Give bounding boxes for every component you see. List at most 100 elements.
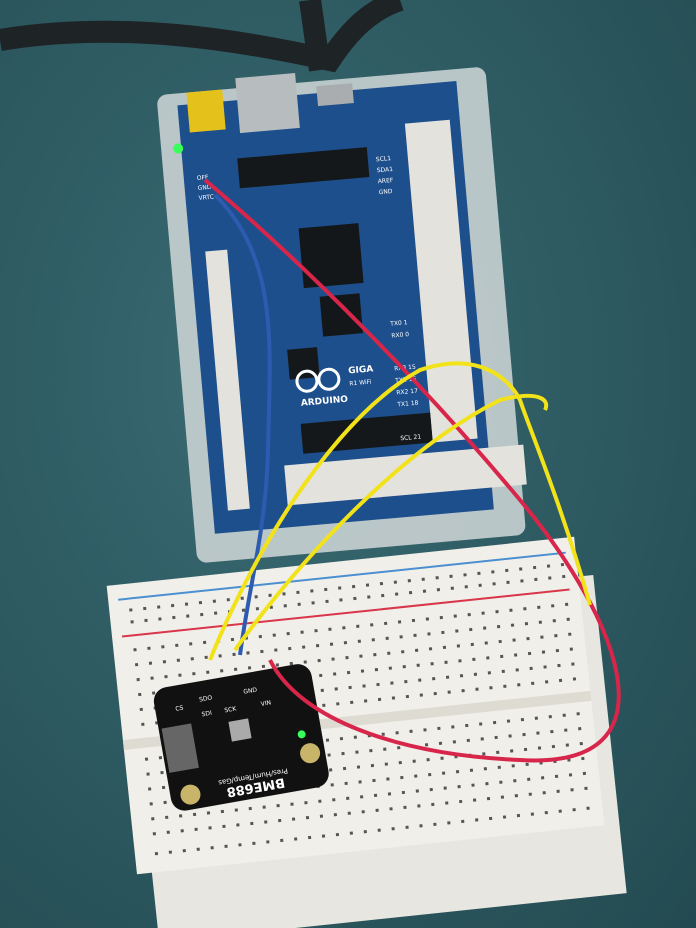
breadboard-hole <box>342 626 346 630</box>
breadboard-hole <box>505 568 509 573</box>
breadboard-hole <box>148 661 153 665</box>
pin-label: SDO <box>199 694 213 703</box>
breadboard-hole <box>455 629 459 633</box>
breadboard-hole <box>264 820 268 824</box>
breadboard-hole <box>516 813 521 818</box>
breadboard-hole <box>481 611 485 615</box>
chip-2 <box>319 293 363 337</box>
pin-label: OFF <box>197 174 210 182</box>
breadboard-hole <box>208 826 212 830</box>
breadboard-hole <box>469 768 474 772</box>
breadboard-hole <box>332 798 336 802</box>
breadboard-hole <box>395 731 399 735</box>
breadboard-hole <box>404 679 408 684</box>
pin-label: TX1 18 <box>396 400 419 409</box>
breadboard-hole <box>335 832 340 837</box>
breadboard-hole <box>492 582 496 586</box>
breadboard-hole <box>572 808 576 812</box>
breadboard-hole <box>565 743 569 747</box>
breadboard-hole <box>302 645 306 649</box>
breadboard-hole <box>447 690 451 694</box>
power-rail-red <box>121 588 570 638</box>
breadboard-hole <box>402 665 406 669</box>
breadboard-hole <box>381 732 385 736</box>
breadboard-hole <box>348 685 352 690</box>
breadboard-hole <box>370 763 375 768</box>
breadboard-hole <box>548 576 552 580</box>
breadboard-hole <box>250 821 254 826</box>
breadboard-hole <box>568 632 572 636</box>
breadboard-hole <box>419 824 423 828</box>
breadboard-hole <box>158 617 162 621</box>
breadboard-hole <box>320 688 324 693</box>
breadboard-hole <box>482 752 486 756</box>
breadboard-hole <box>189 642 193 646</box>
pin-label: GND <box>243 686 258 695</box>
breadboard-hole <box>387 651 391 655</box>
breadboard-hole <box>236 823 240 827</box>
breadboard-hole <box>572 677 577 681</box>
breadboard-hole <box>144 618 148 623</box>
breadboard-hole <box>198 600 203 605</box>
breadboard-hole <box>138 692 142 697</box>
breadboard-hole <box>541 650 546 654</box>
breadboard-hole <box>498 639 502 644</box>
breadboard-hole <box>220 809 225 814</box>
breadboard-hole <box>353 735 358 739</box>
breadboard-hole <box>408 590 413 595</box>
breadboard-hole <box>397 620 402 624</box>
breadboard-hole <box>414 648 419 652</box>
breadboard-hole <box>310 589 314 593</box>
breadboard-hole <box>186 614 190 618</box>
usb-c-port <box>316 83 354 107</box>
breadboard-hole <box>151 817 155 821</box>
breadboard-hole <box>461 689 465 693</box>
breadboard-hole <box>405 694 410 699</box>
blue-wire <box>213 193 272 656</box>
breadboard-hole <box>537 746 542 750</box>
breadboard-hole <box>196 847 200 851</box>
breadboard-hole <box>365 583 370 587</box>
variant-label: R1 WiFi <box>349 379 372 388</box>
model-label: GIGA <box>348 364 374 376</box>
breadboard-hole <box>479 722 483 726</box>
breadboard-hole <box>276 803 280 808</box>
breadboard-hole <box>441 771 446 775</box>
breadboard-hole <box>192 672 196 676</box>
breadboard-hole <box>509 608 513 612</box>
breadboard-hole <box>538 620 543 624</box>
breadboard-hole <box>544 680 549 684</box>
breadboard-hole <box>578 727 582 731</box>
breadboard-hole <box>325 599 329 604</box>
breadboard-hole <box>129 608 133 612</box>
breadboard-hole <box>385 636 389 640</box>
breadboard-hole <box>232 652 236 657</box>
breadboard-hole <box>489 686 493 690</box>
breadboard-hole <box>532 565 537 570</box>
breadboard-hole <box>438 741 443 745</box>
breadboard-hole <box>429 787 433 792</box>
breadboard-hole <box>555 648 560 653</box>
breadboard-hole <box>318 799 322 803</box>
breadboard-hole <box>272 633 276 637</box>
breadboard-hole <box>300 630 304 634</box>
breadboard-hole <box>204 655 208 659</box>
breadboard-hole <box>542 791 546 795</box>
breadboard-hole <box>166 830 170 834</box>
arduino-logo-icon <box>295 369 319 393</box>
breadboard-hole <box>377 697 382 702</box>
breadboard-hole <box>412 759 416 763</box>
breadboard-hole <box>331 657 335 661</box>
breadboard-hole <box>494 735 498 740</box>
breadboard-hole <box>511 764 515 768</box>
breadboard-hole <box>431 802 435 807</box>
breadboard-hole <box>370 623 374 627</box>
breadboard-hole <box>556 789 560 793</box>
breadboard-hole <box>562 713 566 717</box>
breadboard-hole <box>356 624 360 628</box>
breadboard-hole <box>421 577 425 581</box>
breadboard-hole <box>210 846 214 850</box>
breadboard-hole <box>234 808 238 812</box>
usb-cable <box>0 0 404 73</box>
